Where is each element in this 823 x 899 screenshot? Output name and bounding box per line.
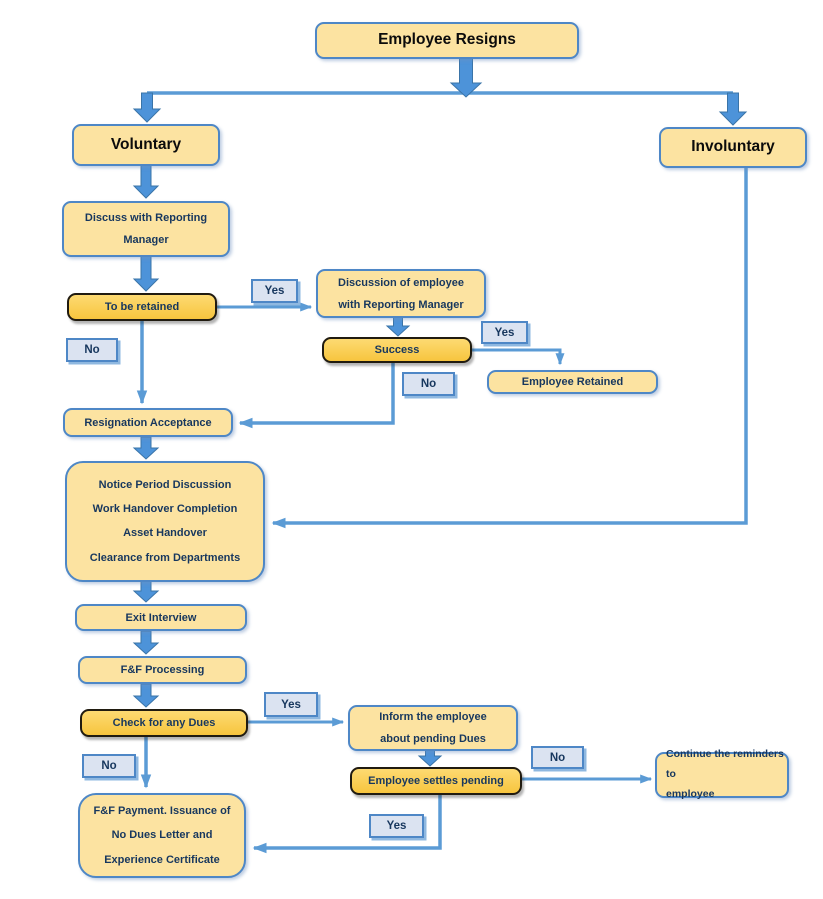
node-discuss-manager: Discuss with Reporting Manager: [62, 201, 230, 257]
node-success: Success: [322, 337, 472, 363]
block-arrow-to-voluntary: [132, 92, 162, 123]
process-step-clearance: Clearance from Departments: [89, 551, 241, 564]
node-discussion-employee: Discussion of employee with Reporting Ma…: [316, 269, 486, 318]
node-voluntary: Voluntary: [72, 124, 220, 166]
process-step-notice-period: Notice Period Discussion: [98, 478, 232, 491]
block-arrow-discussion-success: [385, 316, 411, 337]
node-involuntary: Involuntary: [659, 127, 807, 168]
block-arrow-resigns-down: [449, 57, 483, 98]
block-arrow-voluntary-discuss: [132, 164, 160, 199]
node-process-steps: Notice Period Discussion Work Handover C…: [65, 461, 265, 582]
edge-label-no-success: No: [402, 372, 455, 396]
node-ff-processing: F&F Processing: [78, 656, 247, 684]
edge-label-yes-success: Yes: [481, 321, 528, 344]
node-inform-employee: Inform the employee about pending Dues: [348, 705, 518, 751]
node-to-be-retained: To be retained: [67, 293, 217, 321]
edge-success-yes: [471, 348, 565, 366]
edge-label-yes-retained: Yes: [251, 279, 298, 303]
block-arrow-ffproc-dues: [132, 683, 160, 708]
process-step-work-handover: Work Handover Completion: [92, 503, 238, 516]
edge-label-yes-dues: Yes: [264, 692, 318, 717]
block-arrow-exit-ffproc: [132, 630, 160, 655]
node-ff-payment: F&F Payment. Issuance of No Dues Letter …: [78, 793, 246, 878]
node-employee-retained: Employee Retained: [487, 370, 658, 394]
block-arrow-discuss-retained: [132, 255, 160, 292]
block-arrow-process-exit: [132, 580, 160, 603]
node-employee-settles: Employee settles pending: [350, 767, 522, 795]
block-arrow-to-involuntary: [718, 92, 748, 126]
edge-label-no-retained: No: [66, 338, 118, 362]
node-resignation-acceptance: Resignation Acceptance: [63, 408, 233, 437]
edge-label-no-dues: No: [82, 754, 136, 778]
process-step-asset-handover: Asset Handover: [123, 527, 207, 540]
edge-label-no-settles: No: [531, 746, 584, 769]
edge-involuntary-to-process: [271, 167, 748, 529]
block-arrow-inform-settles: [417, 749, 443, 767]
node-continue-reminders: Continue the reminders to employee: [655, 748, 789, 800]
node-exit-interview: Exit Interview: [75, 604, 247, 631]
block-arrow-resignation-process: [132, 436, 160, 460]
node-check-for-dues: Check for any Dues: [80, 709, 248, 737]
edge-success-no: [238, 362, 395, 429]
node-employee-resigns: Employee Resigns: [315, 22, 579, 59]
edge-settles-yes: [252, 795, 442, 854]
edge-label-yes-settles: Yes: [369, 814, 424, 838]
